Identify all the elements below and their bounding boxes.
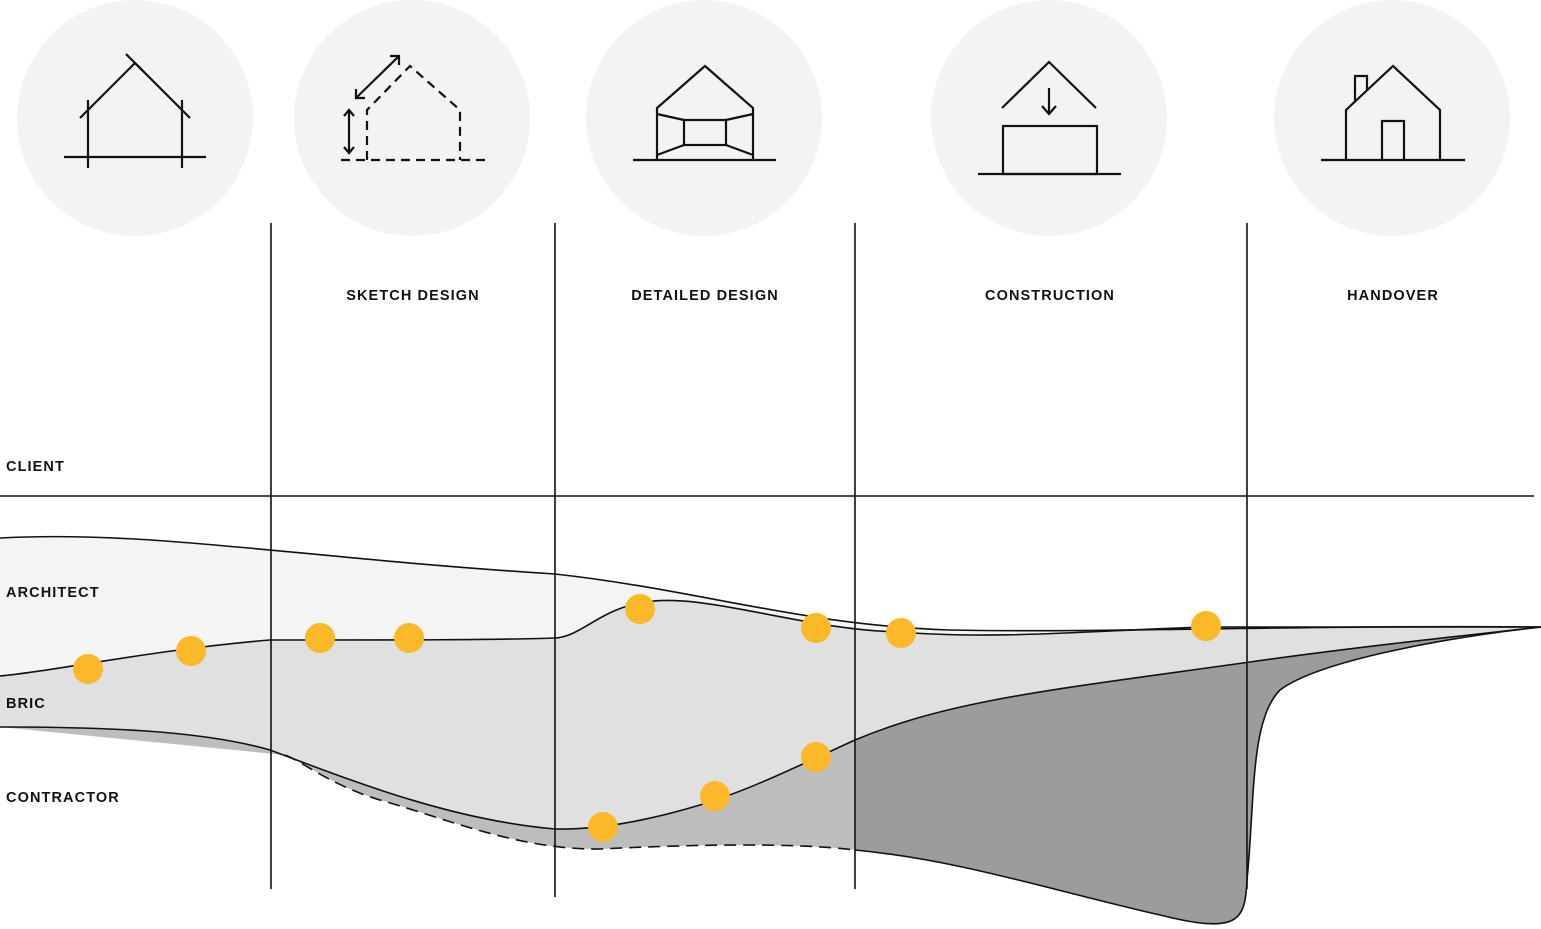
architect-bric-boundary [0,599,1541,677]
bric-band [0,600,1541,830]
phase-icon-construction [931,0,1167,236]
icon-circle [17,0,253,236]
participation-bands [0,536,1541,924]
milestone-dot [801,613,831,643]
handover-band [855,627,1541,924]
architect-top-line [0,535,1541,632]
phase-icon-sketch-design [294,0,530,236]
milestone-dot [176,636,206,666]
icon-circle [294,0,530,236]
phase-icon-detailed-design [586,0,822,236]
house-dimensions-icon [341,54,485,162]
phase-icons [17,0,1510,236]
house-frame-icon [633,64,776,162]
finished-house-icon [1321,64,1465,162]
milestone-dot [801,742,831,772]
milestone-dot [588,812,618,842]
role-label-contractor: CONTRACTOR [6,790,120,806]
milestone-dot [625,594,655,624]
phase-label-handover: HANDOVER [1347,288,1439,304]
milestone-dot [886,618,916,648]
phase-labels: SKETCH DESIGN DETAILED DESIGN CONSTRUCTI… [346,288,1439,304]
phase-label-construction: CONSTRUCTION [985,288,1115,304]
phase-icon-start [17,0,253,236]
phase-dividers [0,223,1534,897]
architect-band [0,536,1541,676]
milestone-dot [305,623,335,653]
icon-circle [586,0,822,236]
phase-icon-handover [1274,0,1510,236]
house-outline-icon [64,53,206,168]
phase-label-sketch-design: SKETCH DESIGN [346,288,480,304]
milestone-dot [700,781,730,811]
contractor-band [0,727,855,850]
house-roof-placement-icon [978,60,1121,176]
role-labels: CLIENT ARCHITECT BRIC CONTRACTOR [6,459,120,806]
role-label-bric: BRIC [6,696,46,712]
icon-circle [1274,0,1510,236]
icon-circle [931,0,1167,236]
milestone-dot [73,654,103,684]
role-label-client: CLIENT [6,459,65,475]
milestone-dot [1191,611,1221,641]
milestone-dot [394,623,424,653]
contractor-dashed-line [284,754,856,851]
phase-label-detailed-design: DETAILED DESIGN [631,288,779,304]
role-label-architect: ARCHITECT [6,585,100,601]
milestone-dots [73,594,1221,842]
